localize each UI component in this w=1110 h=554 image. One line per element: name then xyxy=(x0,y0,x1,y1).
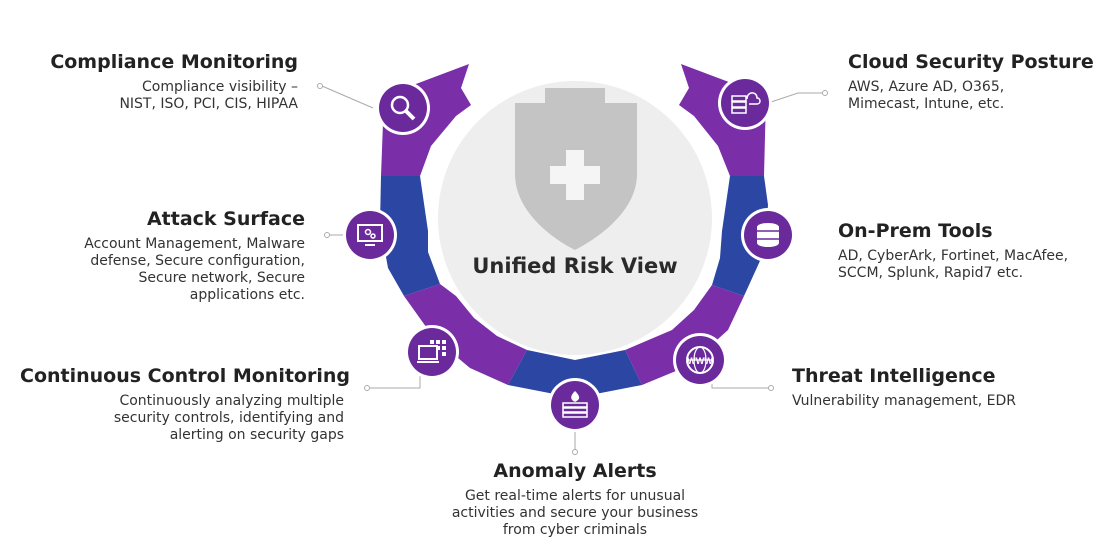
icon-badges: WWW xyxy=(343,76,795,432)
database-icon xyxy=(741,208,795,262)
glyph xyxy=(357,224,383,246)
glyph xyxy=(562,391,588,418)
compliance-desc: Compliance visibility – NIST, ISO, PCI, … xyxy=(119,79,298,112)
segment-ccm-ring xyxy=(404,284,527,385)
shield-plus-horizontal xyxy=(550,166,600,184)
glyph xyxy=(757,223,779,247)
onprem-desc: AD, CyberArk, Fortinet, MacAfee, SCCM, S… xyxy=(838,248,1069,281)
connectors xyxy=(317,83,828,455)
segment-anomaly-ring xyxy=(508,350,642,398)
badge-fill xyxy=(379,84,427,132)
connector-dot xyxy=(822,90,828,96)
compliance-title: Compliance Monitoring xyxy=(50,51,298,73)
monitor-icon xyxy=(343,208,397,262)
threat-title: Threat Intelligence xyxy=(792,365,996,387)
label-cloud-security-posture: Cloud Security Posture AWS, Azure AD, O3… xyxy=(848,50,1098,113)
attack-title: Attack Surface xyxy=(146,208,305,230)
connector-dot xyxy=(317,83,323,89)
svg-text:WWW: WWW xyxy=(687,356,713,366)
ccm-title: Continuous Control Monitoring xyxy=(20,365,350,387)
label-anomaly-alerts: Anomaly Alerts Get real-time alerts for … xyxy=(395,459,755,539)
cloud-desc: AWS, Azure AD, O365, Mimecast, Intune, e… xyxy=(848,79,1005,112)
onprem-title: On-Prem Tools xyxy=(838,220,993,242)
connector-line xyxy=(767,92,822,104)
anomaly-title: Anomaly Alerts xyxy=(493,460,657,482)
badge-fill xyxy=(408,328,456,376)
connector-line xyxy=(370,372,421,389)
segment-threat-ring xyxy=(625,285,744,385)
cloud-title: Cloud Security Posture xyxy=(848,51,1094,73)
label-threat-intelligence: Threat Intelligence Vulnerability manage… xyxy=(792,364,1092,410)
glyph xyxy=(390,95,416,121)
search-icon xyxy=(376,81,430,135)
segment-onprem-ring xyxy=(712,176,768,296)
firewall-icon xyxy=(548,378,602,432)
anomaly-desc: Get real-time alerts for unusual activit… xyxy=(451,488,699,538)
label-on-prem-tools: On-Prem Tools AD, CyberArk, Fortinet, Ma… xyxy=(838,219,1100,282)
badge-fill xyxy=(551,381,599,429)
cloud-server-icon xyxy=(718,76,772,130)
attack-desc: Account Management, Malware defense, Sec… xyxy=(84,236,305,303)
ccm-desc: Continuously analyzing multiple security… xyxy=(113,393,344,443)
segment-attack-ring xyxy=(380,176,440,296)
connector-line xyxy=(711,382,768,389)
threat-desc: Vulnerability management, EDR xyxy=(792,393,1017,409)
badge-fill xyxy=(721,79,769,127)
glyph xyxy=(417,340,446,363)
label-compliance-monitoring: Compliance Monitoring Compliance visibil… xyxy=(20,50,298,113)
glyph: WWW xyxy=(686,346,714,374)
connector-dot xyxy=(324,232,330,238)
badge-fill xyxy=(346,211,394,259)
label-attack-surface: Attack Surface Account Management, Malwa… xyxy=(20,207,305,304)
connector-dot xyxy=(572,449,578,455)
label-continuous-control-monitoring: Continuous Control Monitoring Continuous… xyxy=(20,364,350,444)
connector-line xyxy=(321,85,374,109)
center-label: Unified Risk View xyxy=(472,254,678,278)
screen-dashboard-icon xyxy=(405,325,459,379)
connector-dot xyxy=(768,385,774,391)
glyph xyxy=(731,92,761,114)
connector-dot xyxy=(364,385,370,391)
www-globe-icon: WWW xyxy=(673,333,727,387)
